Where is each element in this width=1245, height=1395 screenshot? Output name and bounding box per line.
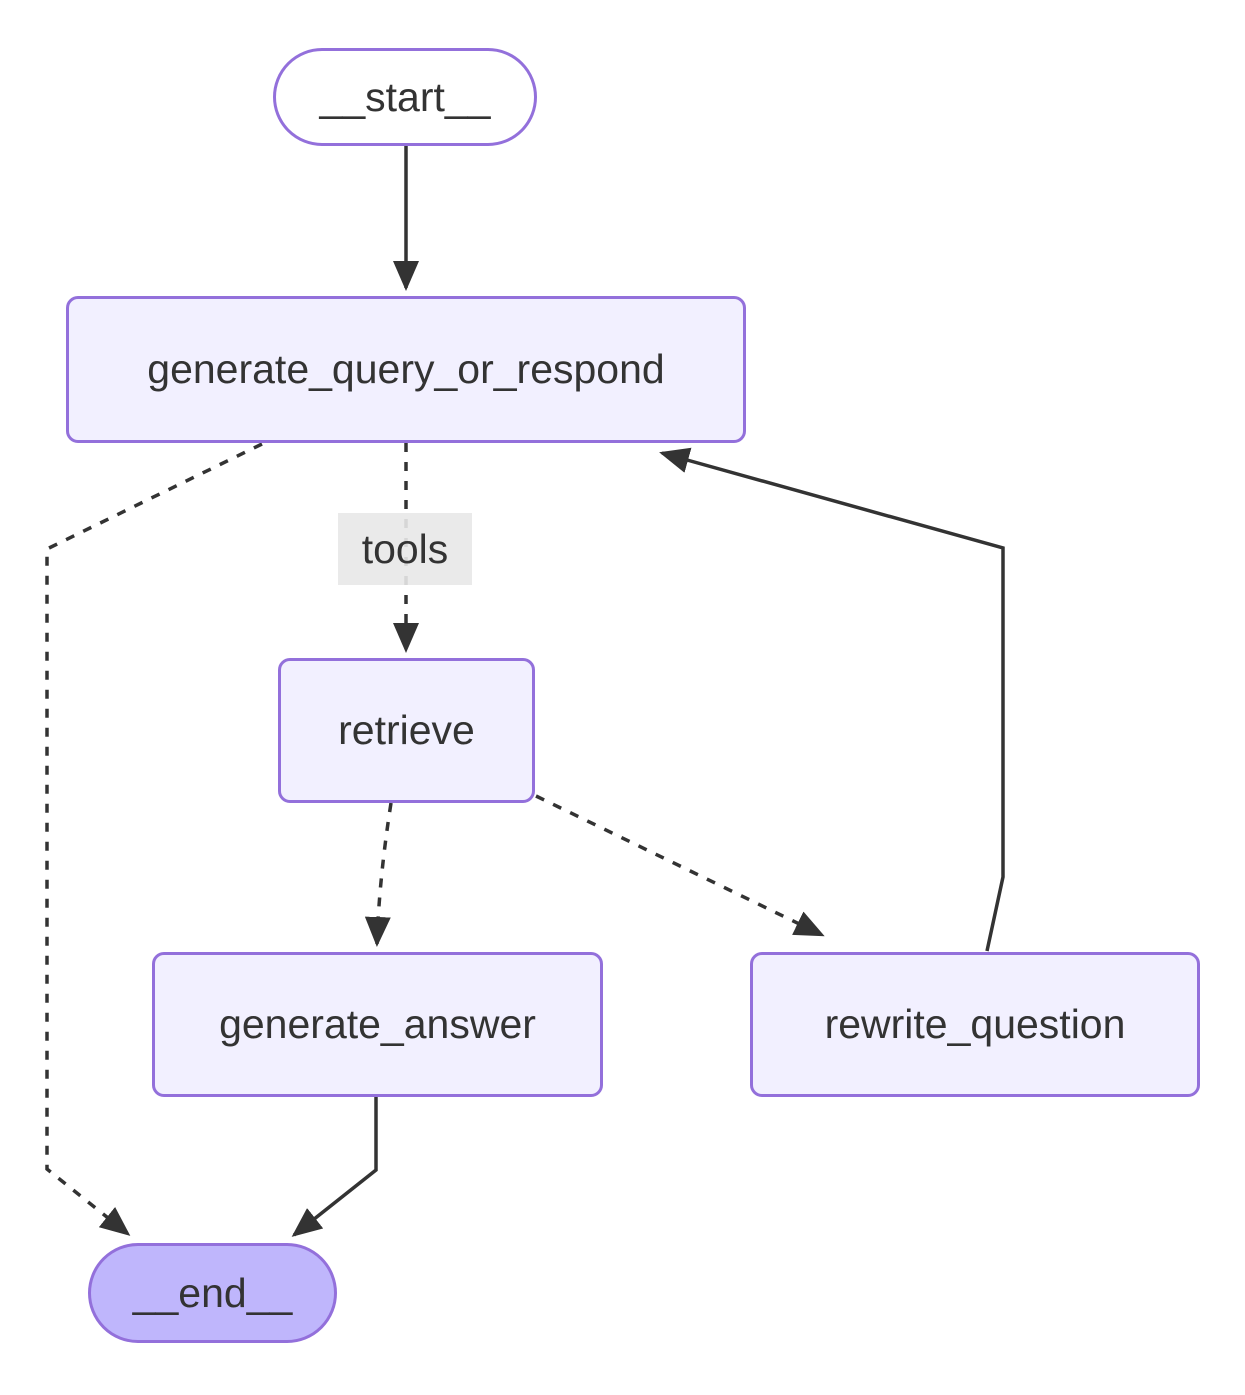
edge-retrieve-to-generate-answer — [364, 802, 393, 947]
node-rewrite-question-label: rewrite_question — [824, 1001, 1126, 1047]
edge-generate-query-to-end — [45, 442, 263, 1236]
node-generate-answer: generate_answer — [152, 952, 603, 1097]
edge-generate-answer-to-end — [291, 1097, 378, 1237]
node-end-label: __end__ — [132, 1269, 293, 1316]
edge-retrieve-to-rewrite-question — [535, 794, 825, 937]
edge-rewrite-question-to-generate-query — [659, 447, 1005, 952]
edge-label-tools: tools — [338, 513, 472, 585]
node-generate-answer-label: generate_answer — [219, 1001, 536, 1047]
node-rewrite-question: rewrite_question — [750, 952, 1200, 1097]
node-retrieve-label: retrieve — [338, 707, 475, 753]
node-start: __start__ — [273, 48, 537, 146]
node-start-label: __start__ — [319, 73, 491, 120]
edge-label-tools-text: tools — [361, 525, 449, 572]
node-generate-query-or-respond: generate_query_or_respond — [66, 296, 746, 443]
node-generate-query-or-respond-label: generate_query_or_respond — [147, 346, 665, 392]
node-retrieve: retrieve — [278, 658, 535, 803]
node-end: __end__ — [88, 1243, 337, 1343]
